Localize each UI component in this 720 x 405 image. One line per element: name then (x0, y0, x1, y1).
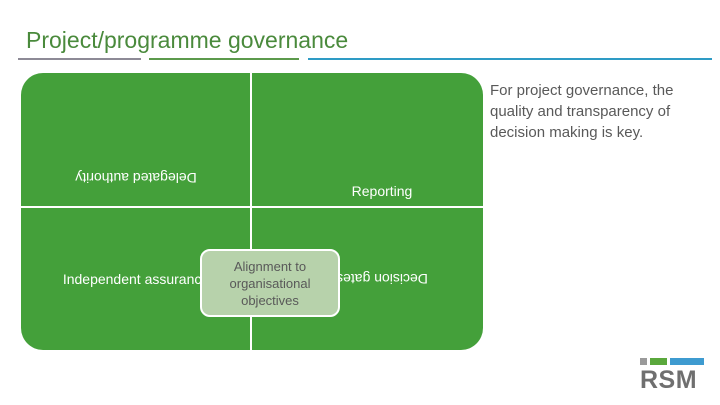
divider-segment-green (149, 58, 299, 60)
centre-callout-box: Alignment to organisational objectives (200, 249, 340, 317)
rsm-logo-bar-green (650, 358, 667, 365)
title-divider (18, 58, 712, 60)
page-title: Project/programme governance (26, 27, 349, 53)
divider-segment-blue (308, 58, 712, 60)
rsm-logo: RSM (640, 358, 704, 396)
rsm-logo-wordmark: RSM (640, 366, 698, 394)
rsm-logo-bars-icon (640, 358, 704, 365)
quadrant-label-reporting: Reporting (351, 183, 413, 199)
quadrant-divider-horizontal (21, 206, 483, 208)
divider-segment-grey (18, 58, 141, 60)
governance-quadrant-diagram: Delegated authority Reporting Independen… (21, 73, 483, 350)
rsm-logo-bar-blue (670, 358, 704, 365)
rsm-logo-bar-grey (640, 358, 647, 365)
quadrant-label-independent-assurance: Independent assurance (62, 271, 210, 287)
quadrant-label-delegated-authority: Delegated authority (75, 170, 197, 186)
quadrant-divider-vertical (250, 73, 252, 350)
centre-callout-label: Alignment to organisational objectives (229, 258, 311, 308)
body-paragraph: For project governance, the quality and … (490, 82, 674, 141)
